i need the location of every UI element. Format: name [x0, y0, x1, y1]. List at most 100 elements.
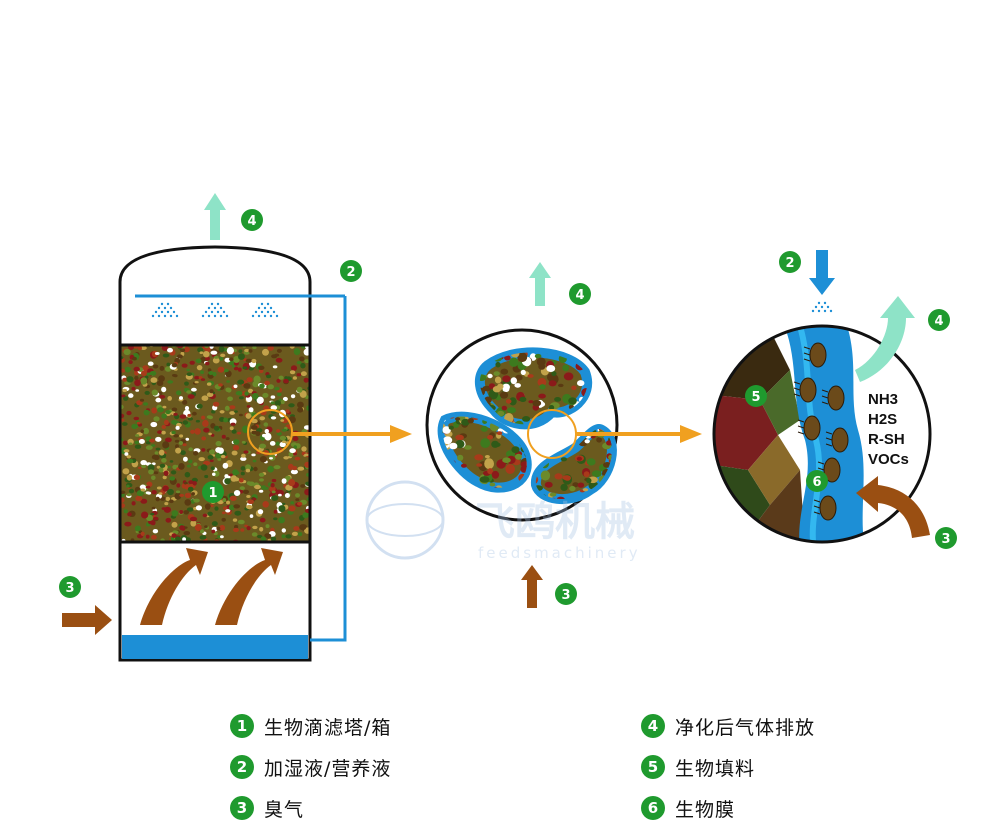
packing-speck [151, 520, 156, 525]
packing-speck [271, 416, 276, 419]
spray-droplet [158, 307, 160, 309]
packing-speck [183, 510, 189, 514]
packing-speck [502, 457, 511, 463]
packing-speck [128, 393, 133, 398]
packing-speck [191, 388, 197, 392]
packing-speck [126, 455, 131, 458]
packing-speck [302, 512, 308, 518]
spray-droplet [821, 306, 823, 308]
packing-speck [183, 420, 189, 424]
packing-speck [519, 397, 526, 402]
spray-droplet [164, 315, 166, 317]
packing-speck [176, 490, 180, 493]
packing-speck [555, 473, 563, 479]
packing-speck [494, 371, 500, 376]
packing-speck [501, 369, 509, 375]
legend-label-1: 生物滴滤塔/箱 [264, 713, 391, 740]
svg-text:2: 2 [346, 265, 355, 280]
packing-speck [252, 532, 258, 536]
packing-speck [480, 438, 490, 448]
packing-speck [171, 470, 176, 474]
packing-speck [259, 490, 263, 493]
tower-packing-media [118, 343, 313, 544]
legend-item-5: 5 生物填料 [641, 752, 755, 782]
spray-droplet [812, 310, 814, 312]
packing-speck [162, 441, 169, 448]
spray-droplet [161, 303, 163, 305]
packing-speck [569, 486, 575, 491]
packing-speck [179, 396, 183, 400]
packing-speck [220, 354, 225, 358]
packing-speck [271, 495, 278, 501]
spray-droplet [176, 315, 178, 317]
packing-speck [253, 460, 257, 463]
packing-speck [161, 413, 167, 418]
packing-speck [190, 361, 195, 365]
packing-speck [135, 496, 142, 502]
packing-speck [148, 469, 154, 474]
packing-speck [203, 428, 209, 433]
packing-speck [583, 488, 588, 491]
packing-speck [246, 469, 250, 473]
packing-speck [433, 479, 441, 487]
packing-speck [183, 443, 187, 446]
packing-speck [172, 510, 179, 516]
packing-speck [238, 520, 245, 525]
spray-droplet [258, 307, 260, 309]
packing-speck [568, 397, 577, 404]
packing-speck [135, 434, 139, 437]
packing-speck [238, 353, 245, 360]
packing-speck [269, 457, 273, 459]
packing-speck [509, 358, 518, 367]
packing-speck [172, 408, 178, 412]
svg-text:3: 3 [65, 581, 74, 596]
sump-liquid [122, 635, 308, 659]
svg-text:4: 4 [247, 214, 256, 229]
spray-droplet [815, 306, 817, 308]
spray-droplet [261, 311, 263, 313]
packing-speck [184, 382, 189, 386]
spray-droplet [217, 311, 219, 313]
packing-speck [129, 489, 134, 494]
packing-speck [299, 524, 306, 530]
packing-speck [288, 403, 294, 407]
packing-speck [141, 489, 145, 492]
packing-speck [202, 420, 209, 427]
packing-speck [476, 463, 482, 467]
packing-speck [158, 375, 165, 382]
packing-speck [214, 506, 218, 510]
packing-speck [234, 385, 238, 389]
packing-speck [278, 517, 285, 523]
packing-speck [222, 511, 226, 514]
packing-speck [592, 344, 601, 351]
spray-droplet [220, 307, 222, 309]
packing-speck [265, 429, 269, 434]
chem-h2s: H2S [868, 411, 897, 428]
packing-speck [295, 457, 301, 461]
chem-nh3: NH3 [868, 391, 898, 408]
packing-speck [293, 453, 297, 455]
packing-speck [254, 485, 261, 489]
packing-speck [172, 522, 178, 528]
packing-speck [176, 390, 181, 395]
packing-speck [209, 449, 215, 454]
packing-speck [129, 443, 133, 446]
packing-speck [457, 455, 463, 461]
packing-speck [262, 349, 269, 356]
packing-speck [159, 467, 164, 472]
packing-speck [236, 391, 243, 395]
packing-speck [264, 422, 269, 426]
packing-speck [237, 432, 241, 435]
packing-speck [253, 498, 257, 500]
packing-speck [196, 359, 202, 364]
packing-speck [224, 478, 230, 485]
packing-speck [500, 392, 508, 399]
packing-speck [233, 504, 240, 508]
legend-badge-5: 5 [641, 755, 665, 779]
packing-speck [188, 417, 193, 420]
packing-speck [554, 397, 561, 402]
spray-droplet [824, 310, 826, 312]
svg-text:4: 4 [934, 314, 943, 329]
packing-speck [213, 402, 219, 407]
badge-4-top: 4 [241, 209, 263, 231]
